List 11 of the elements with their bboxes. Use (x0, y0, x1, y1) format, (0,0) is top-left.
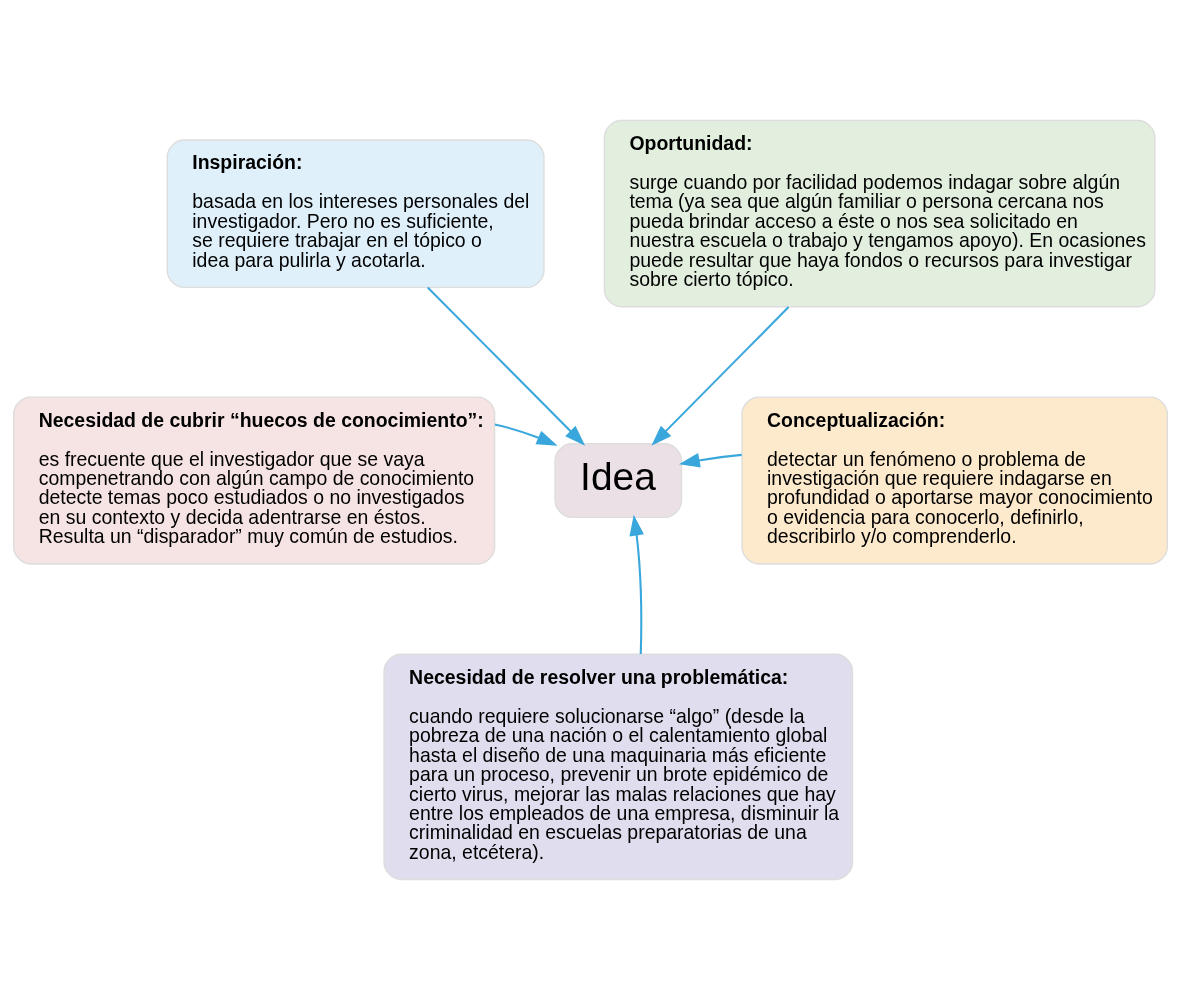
arrow (494, 422, 558, 446)
node-box: Oportunidad: surge cuando por facilidad podemos indagar sobre algún tema (ya sea que algún familiar o persona cercana nos pueda brindar acceso a éste o nos sea solicitado en nuestra escuela o trabajo y tengamos apoyo). En ocasiones puede resultar que haya fondos o recursos para investigar sobre cierto tópico. (603, 119, 1156, 307)
arrow (629, 514, 644, 654)
arrow (651, 305, 790, 446)
node-box: Conceptualización: detectar un fenómeno o problema de investigación que requiere indagarse en profundidad o aportarse mayor conocimiento o evidencia para conocerlo, definirlo, describirlo y/o comprenderlo. (741, 395, 1168, 565)
node-box: Necesidad de resolver una problemática: cuando requiere solucionarse “algo” (desde la pobreza de una nación o el calentamiento global hasta el diseño de una maquinaria más eficiente para un proceso, prevenir un brote epidémico de cierto virus, mejorar las malas relaciones que hay entre los empleados de una empresa, disminuir la criminalidad en escuelas preparatorias de una zona, etcétera). (383, 653, 854, 880)
arrow (427, 286, 586, 446)
node-box: Inspiración: basada en los intereses personales del investigador. Pero no es suficiente, se requiere trabajar en el tópico o idea para pulirla y acotarla. (166, 138, 545, 288)
node-box: Idea (554, 442, 683, 518)
arrow (678, 452, 742, 467)
node-box: Necesidad de cubrir “huecos de conocimiento”: es frecuente que el investigador que se vaya compenetrando con algún campo de conocimiento detecte temas poco estudiados o no investigados en su contexto y decida adentrarse en éstos. Resulta un “disparador” muy común de estudios. (13, 395, 496, 565)
